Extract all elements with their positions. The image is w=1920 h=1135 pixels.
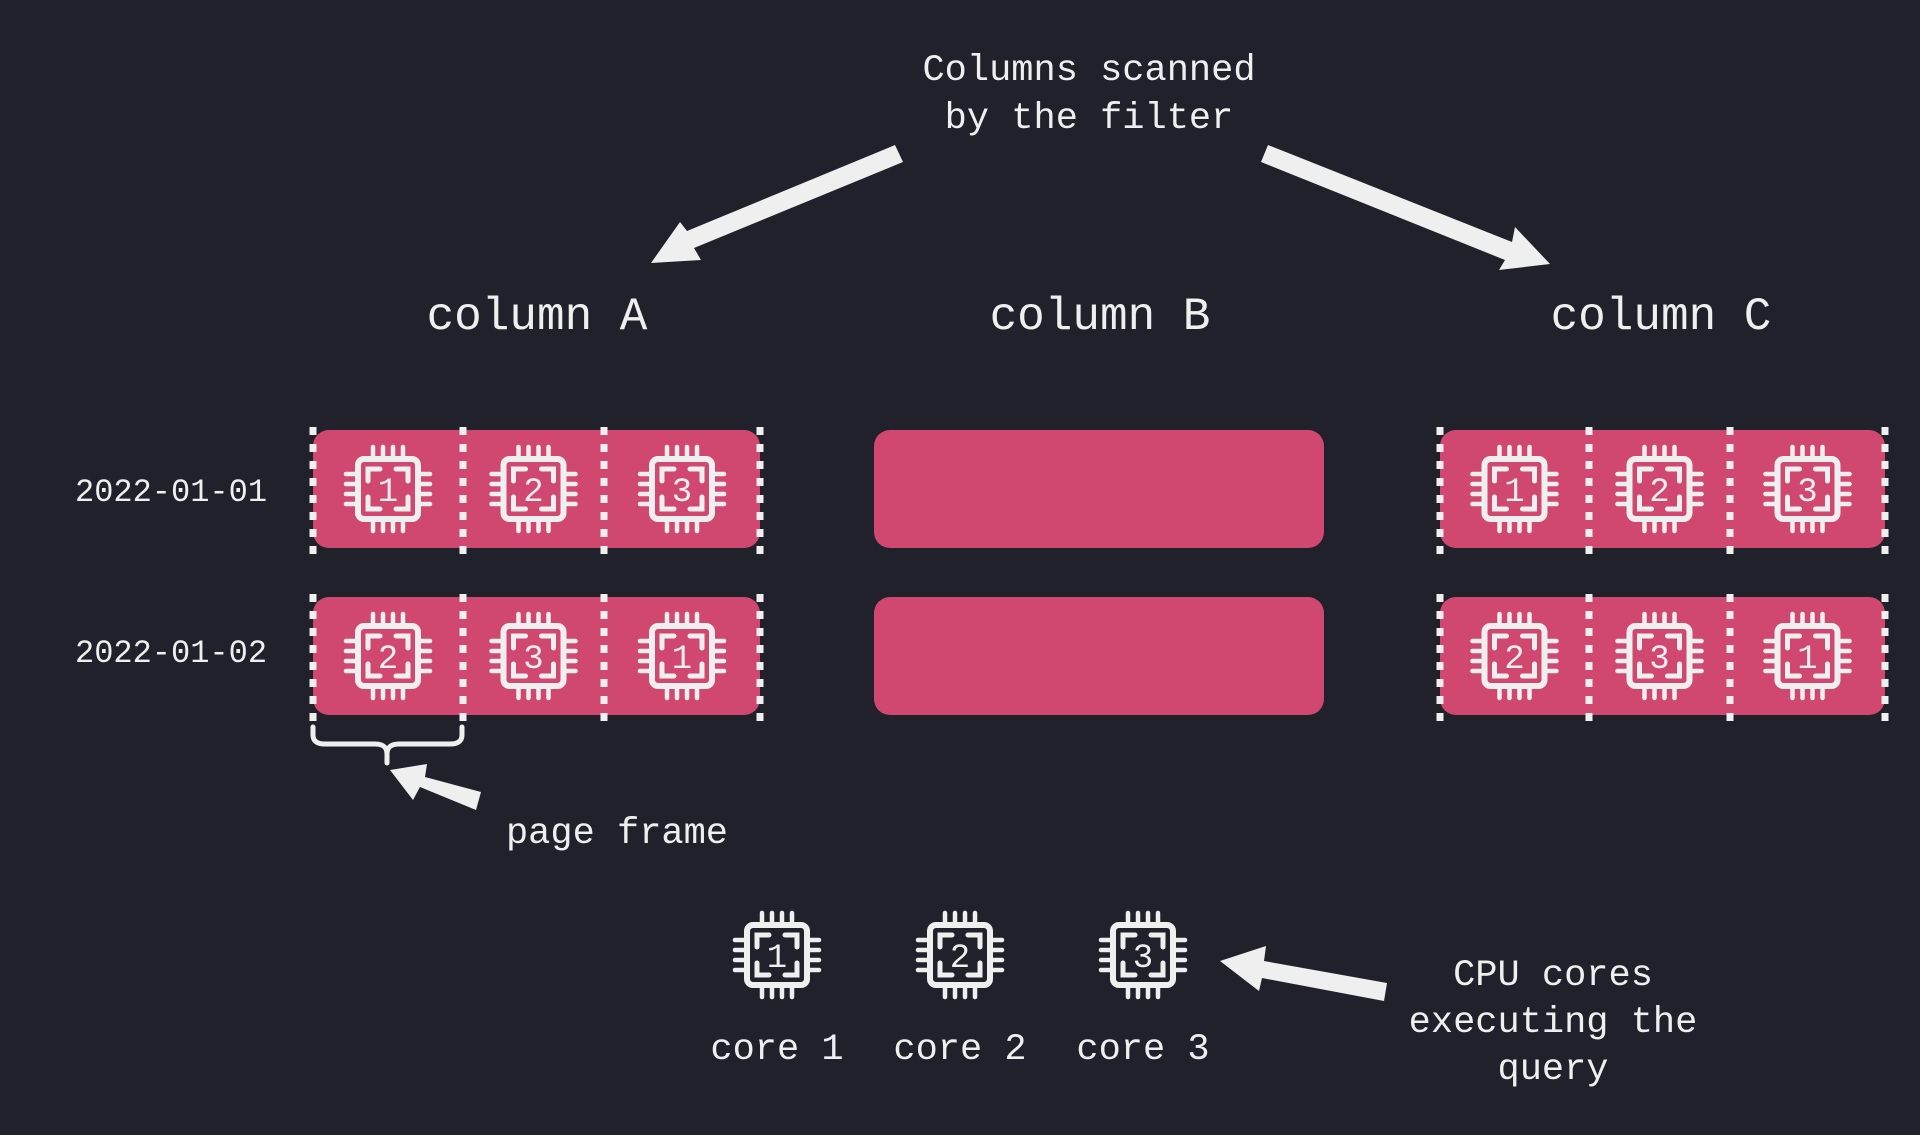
cpu-core: 1 core 1 bbox=[710, 913, 844, 1071]
row-group-block bbox=[1440, 597, 1885, 715]
page-frame: 1 bbox=[1473, 447, 1557, 531]
page-frame: 3 bbox=[1618, 614, 1702, 698]
page-frame: 2 bbox=[346, 614, 430, 698]
caption-columns-scanned-line2: by the filter bbox=[945, 98, 1234, 140]
page-frame: 2 bbox=[492, 447, 576, 531]
cpu-chip-icon: 1 bbox=[346, 447, 430, 531]
row-group-block bbox=[1440, 430, 1885, 548]
page-frame: 3 bbox=[640, 447, 724, 531]
partition-label: 2022-01-02 bbox=[75, 635, 267, 672]
row-group: 1 2 3 bbox=[309, 427, 764, 554]
page-frame: 2 bbox=[1618, 447, 1702, 531]
arrow-to-page-frame bbox=[390, 764, 481, 810]
caption-columns-scanned: Columns scanned bbox=[922, 50, 1255, 92]
column-b bbox=[874, 430, 1324, 715]
cpu-chip-icon: 3 bbox=[492, 614, 576, 698]
column-a-header: column A bbox=[427, 291, 648, 343]
chip-number: 3 bbox=[523, 641, 543, 679]
chip-number: 1 bbox=[1797, 641, 1817, 679]
cpu-core: 2 core 2 bbox=[893, 913, 1027, 1071]
cpu-chip-icon: 3 bbox=[1618, 614, 1702, 698]
chip-number: 2 bbox=[950, 940, 970, 978]
page-frame: 1 bbox=[346, 447, 430, 531]
chip-number: 2 bbox=[523, 474, 543, 512]
row-group: 2 3 1 bbox=[1436, 594, 1889, 721]
arrow-to-cpu-cores bbox=[1220, 946, 1387, 1001]
cpu-chip-icon: 1 bbox=[1473, 447, 1557, 531]
column-c: 1 2 3 2 3 1 bbox=[1436, 427, 1889, 721]
partition-label: 2022-01-01 bbox=[75, 474, 267, 511]
chip-number: 2 bbox=[1649, 474, 1669, 512]
row-group bbox=[874, 597, 1324, 715]
chip-number: 3 bbox=[1797, 474, 1817, 512]
chip-number: 1 bbox=[1504, 474, 1524, 512]
cpu-core-label: core 3 bbox=[1076, 1029, 1209, 1071]
cpu-chip-icon: 3 bbox=[640, 447, 724, 531]
cpu-core: 3 core 3 bbox=[1076, 913, 1210, 1071]
cpu-chip-icon: 1 bbox=[1766, 614, 1850, 698]
page-frame: 3 bbox=[1766, 447, 1850, 531]
cpu-core-label: core 2 bbox=[893, 1029, 1026, 1071]
column-c-header: column C bbox=[1551, 291, 1772, 343]
cpu-chip-icon: 2 bbox=[1473, 614, 1557, 698]
cpu-chip-icon: 2 bbox=[346, 614, 430, 698]
arrow-icon bbox=[651, 145, 1550, 270]
caption-cpu-cores-line2: executing the bbox=[1409, 1002, 1698, 1044]
cpu-core-label: core 1 bbox=[710, 1029, 843, 1071]
page-frame: 3 bbox=[492, 614, 576, 698]
arrow-to-column-a bbox=[651, 145, 903, 263]
cpu-chip-icon: 2 bbox=[1618, 447, 1702, 531]
row-group-block bbox=[313, 597, 760, 715]
cpu-chip-icon: 1 bbox=[640, 614, 724, 698]
chip-number: 1 bbox=[672, 641, 692, 679]
chip-number: 3 bbox=[1133, 940, 1153, 978]
caption-cpu-cores-line3: query bbox=[1497, 1049, 1608, 1091]
page-frame: 1 bbox=[1766, 614, 1850, 698]
column-a: 1 2 3 2 3 1 bbox=[309, 427, 764, 721]
cpu-chip-icon: 3 bbox=[1101, 913, 1185, 997]
curly-brace-icon bbox=[310, 724, 465, 766]
row-group: 1 2 3 bbox=[1436, 427, 1889, 554]
row-group bbox=[874, 430, 1324, 548]
chip-number: 2 bbox=[378, 641, 398, 679]
arrow-to-column-c bbox=[1261, 145, 1550, 270]
cpu-chip-icon: 2 bbox=[918, 913, 1002, 997]
row-group: 2 3 1 bbox=[309, 594, 764, 721]
column-blocks: 1 2 3 2 3 1 1 2 3 2 3 1 bbox=[309, 427, 1889, 721]
chip-number: 1 bbox=[767, 940, 787, 978]
page-frame: 1 bbox=[640, 614, 724, 698]
caption-cpu-cores: CPU cores bbox=[1453, 955, 1653, 997]
row-group-block bbox=[874, 430, 1324, 548]
chip-number: 1 bbox=[378, 474, 398, 512]
cpu-chip-icon: 3 bbox=[1766, 447, 1850, 531]
page-frame: 2 bbox=[1473, 614, 1557, 698]
column-b-header: column B bbox=[990, 291, 1211, 343]
chip-number: 3 bbox=[1649, 641, 1669, 679]
cpu-chip-icon: 2 bbox=[492, 447, 576, 531]
cpu-chip-icon: 1 bbox=[735, 913, 819, 997]
row-group-block bbox=[313, 430, 760, 548]
chip-number: 2 bbox=[1504, 641, 1524, 679]
cpu-cores: 1 core 1 2 core 2 3 core 3 bbox=[710, 913, 1210, 1071]
page-frame-label: page frame bbox=[506, 813, 728, 855]
chip-number: 3 bbox=[672, 474, 692, 512]
row-group-block bbox=[874, 597, 1324, 715]
